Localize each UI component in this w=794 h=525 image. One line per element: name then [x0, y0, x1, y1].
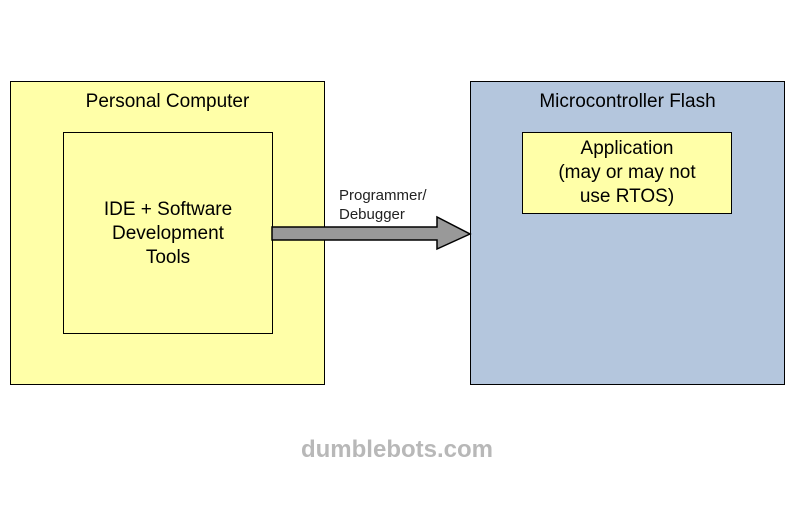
ide-tools-label: IDE + Software Development Tools	[103, 199, 233, 268]
personal-computer-title: Personal Computer	[85, 91, 250, 112]
application-label: Application (may or may not use RTOS)	[558, 138, 696, 207]
watermark: dumblebots.com	[300, 436, 493, 463]
ide-tools-box: IDE + Software Development Tools	[63, 132, 273, 334]
microcontroller-flash-title: Microcontroller Flash	[539, 91, 716, 112]
microcontroller-flash-box: Microcontroller Flash	[470, 81, 785, 385]
arrow-label: Programmer/ Debugger	[339, 187, 427, 223]
application-box: Application (may or may not use RTOS)	[522, 132, 732, 214]
